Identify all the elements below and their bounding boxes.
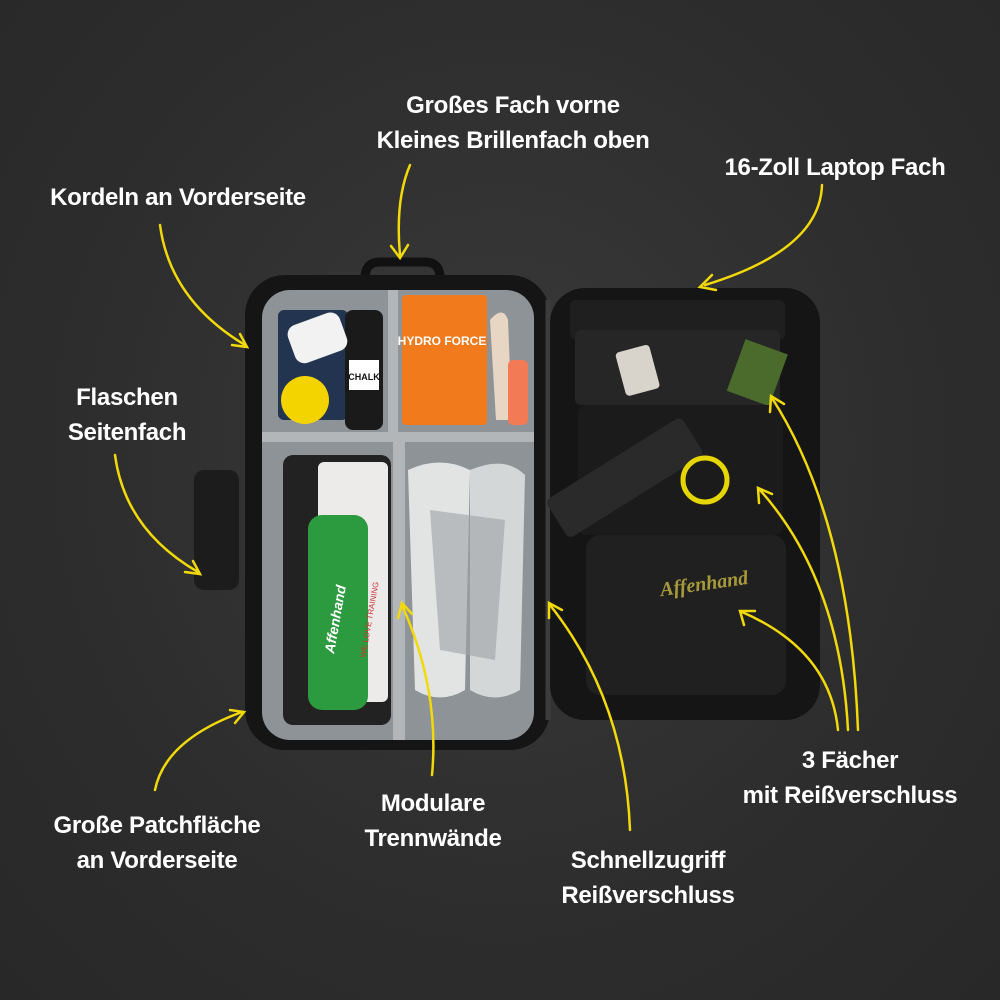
chalk-label: [349, 360, 379, 390]
arrowhead-laptop: [697, 273, 718, 292]
lacrosse-ball: [281, 376, 329, 424]
arrowhead-quick-zip: [547, 600, 564, 620]
insole: [490, 312, 512, 420]
green-pouch: [726, 339, 788, 407]
label-dividers: Modulare Trennwände: [364, 790, 502, 852]
arrow-laptop: [703, 183, 824, 287]
label-pockets: 3 Fächer mit Reißverschluss: [742, 747, 958, 809]
arrow-bottle: [113, 453, 200, 574]
arrow-patch: [153, 710, 244, 792]
middle-pocket: [578, 405, 783, 535]
arrow-pocket-2: [758, 488, 850, 732]
arrow-cords: [158, 223, 247, 347]
arrowhead-patch: [228, 708, 247, 725]
arrowhead-pocket-2: [756, 486, 774, 505]
lotion: [287, 312, 348, 364]
arrow-dividers: [400, 603, 435, 777]
label-front-compartment: Großes Fach vorne Kleines Brillenfach ob…: [376, 92, 650, 154]
arrow-pocket-3: [740, 610, 840, 732]
arrowhead-pocket-3: [738, 609, 757, 627]
divider-bottom: [393, 442, 405, 740]
arrow-front-compartment: [397, 163, 412, 257]
label-patch: Große Patchfläche an Vorderseite: [53, 812, 261, 874]
lifting-strap: [547, 418, 703, 537]
bottle: [194, 470, 239, 590]
mesh-pocket-bottom: [586, 535, 786, 695]
arrowhead-front-compartment: [389, 243, 410, 261]
arrowhead-bottle: [183, 559, 203, 576]
arrowhead-cords: [230, 332, 250, 349]
arrowhead-dividers: [396, 600, 414, 620]
arrow-quick-zip: [548, 603, 632, 832]
grip-block: [615, 344, 660, 396]
divider-top: [388, 290, 398, 432]
chalk-text: CHALK: [348, 372, 380, 382]
label-bottle: Flaschen Seitenfach: [67, 384, 187, 446]
yellow-cable: [680, 455, 730, 505]
divider-horizontal: [262, 432, 534, 442]
spray-bottle: [508, 360, 528, 425]
shoe-mesh: [430, 510, 505, 660]
label-laptop: 16-Zoll Laptop Fach: [724, 154, 946, 181]
label-cords: Kordeln an Vorderseite: [50, 184, 306, 211]
drink-text: HYDRO FORCE: [398, 334, 487, 348]
annotation-arrows: [113, 163, 860, 832]
drink-pouch: [402, 295, 487, 425]
top-handle: [360, 257, 445, 279]
resistance-band: [308, 515, 368, 710]
arrowhead-pocket-1: [768, 393, 786, 414]
label-quick-zip: Schnellzugriff Reißverschluss: [561, 847, 735, 909]
arrow-pocket-1: [770, 396, 860, 732]
